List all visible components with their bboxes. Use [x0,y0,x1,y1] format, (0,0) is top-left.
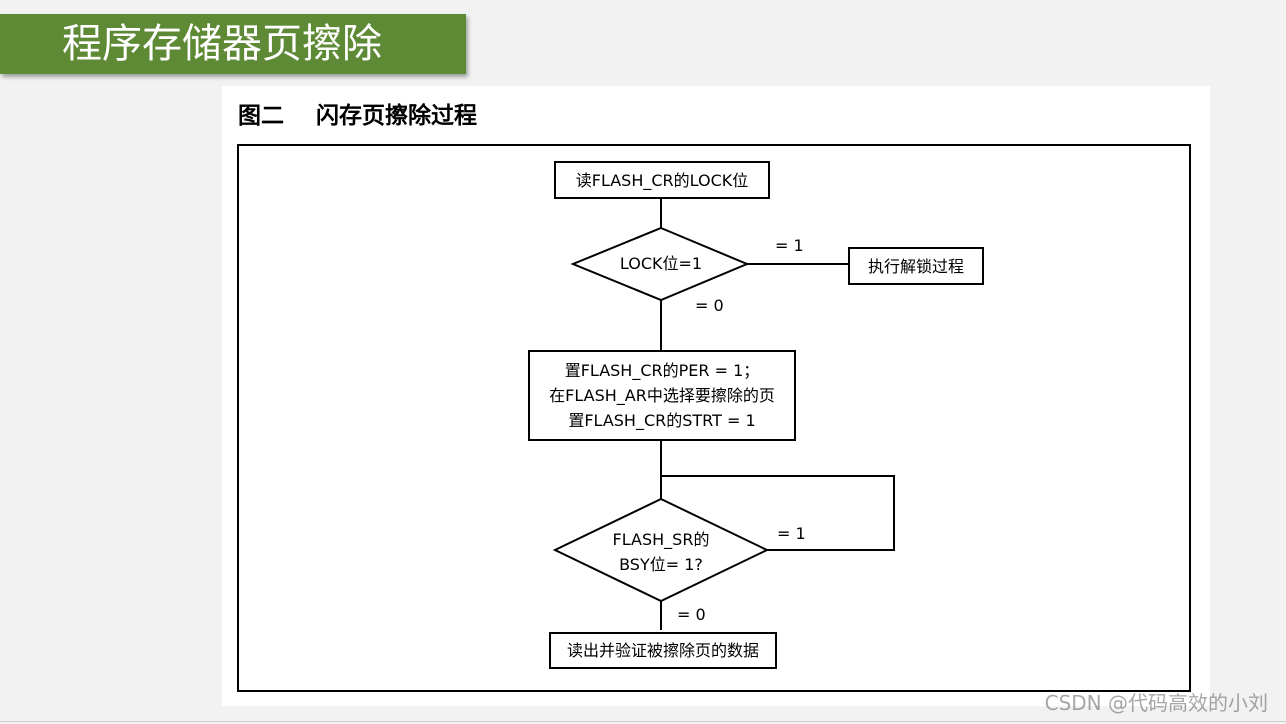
read-lock-box [554,161,770,199]
lock-decision-text: LOCK位=1 [620,254,702,273]
bsy-decision [552,497,770,603]
flowchart: 读FLASH_CR的LOCK位 LOCK位=1 = 1 = 0 执行解锁过程 置… [528,161,984,669]
unlock-text: 执行解锁过程 [868,257,964,276]
bsy-no-label: = 0 [677,605,706,624]
erase-config-box [528,350,796,441]
bsy-yes-label: = 1 [777,524,806,543]
lock-decision [570,226,750,302]
verify-text: 读出并验证被擦除页的数据 [567,641,759,660]
figure-caption: 图二 闪存页擦除过程 [238,103,478,129]
figure-panel: 图二 闪存页擦除过程 读FLASH_CR的LOCK位 LOCK位=1 = 1 =… [222,86,1210,706]
verify-box [549,632,777,669]
watermark: CSDN @代码高效的小刘 [1044,691,1268,715]
set-strt-text: 置FLASH_CR的STRT = 1 [568,411,755,431]
read-lock-text: 读FLASH_CR的LOCK位 [576,171,749,191]
lock-yes-label: = 1 [775,236,804,255]
unlock-box [848,247,984,285]
slide-title: 程序存储器页擦除 [0,14,466,74]
bsy-decision-text-line2: BSY位= 1? [619,555,703,574]
select-page-text: 在FLASH_AR中选择要擦除的页 [549,386,775,406]
lock-no-label: = 0 [695,296,724,315]
connector-bsy-loop [661,475,895,551]
bsy-decision-text-line1: FLASH_SR的 [613,530,710,550]
set-per-text: 置FLASH_CR的PER = 1； [565,361,760,381]
flowchart-frame: 读FLASH_CR的LOCK位 LOCK位=1 = 1 = 0 执行解锁过程 置… [237,144,1191,692]
bottom-divider [0,721,1286,722]
